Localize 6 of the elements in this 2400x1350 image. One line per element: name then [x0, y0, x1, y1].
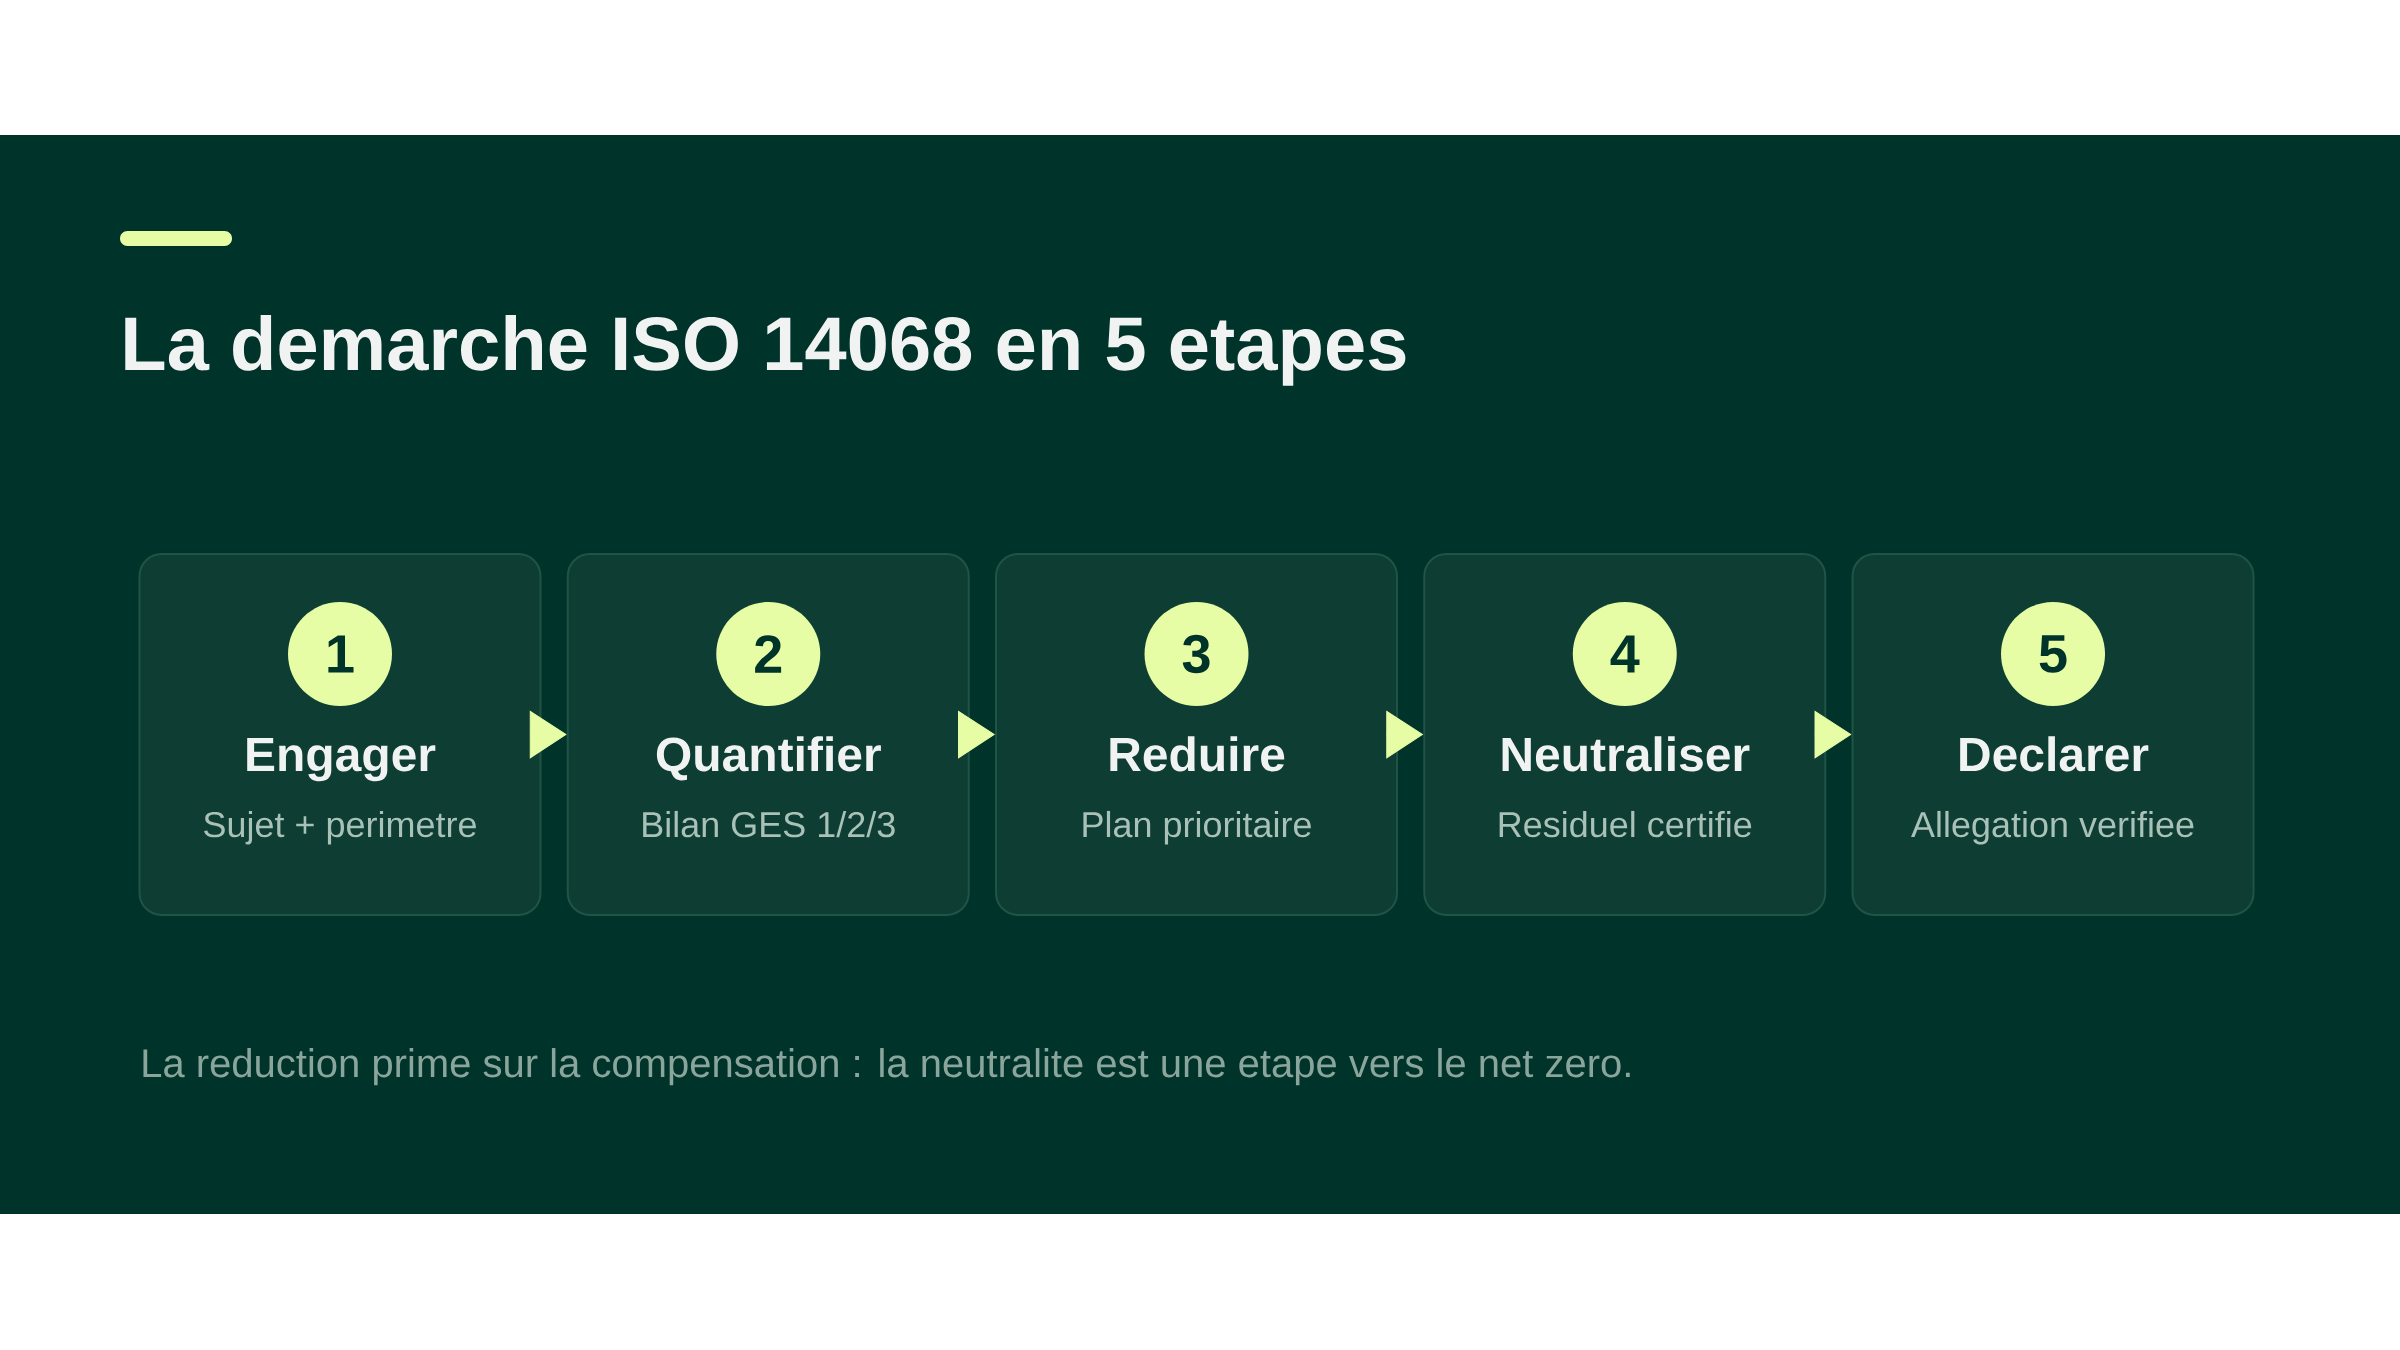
arrow — [1386, 710, 1423, 759]
title-text: La demarche ISO 14068 en 5 etapes — [125, 314, 1406, 386]
footnote-text: La reduction prime sur la compensation : la neutralite est une etape vers le net zero. — [143, 1048, 1630, 1086]
arrow — [957, 710, 995, 759]
arrow — [1814, 710, 1852, 759]
arrow — [529, 710, 567, 759]
